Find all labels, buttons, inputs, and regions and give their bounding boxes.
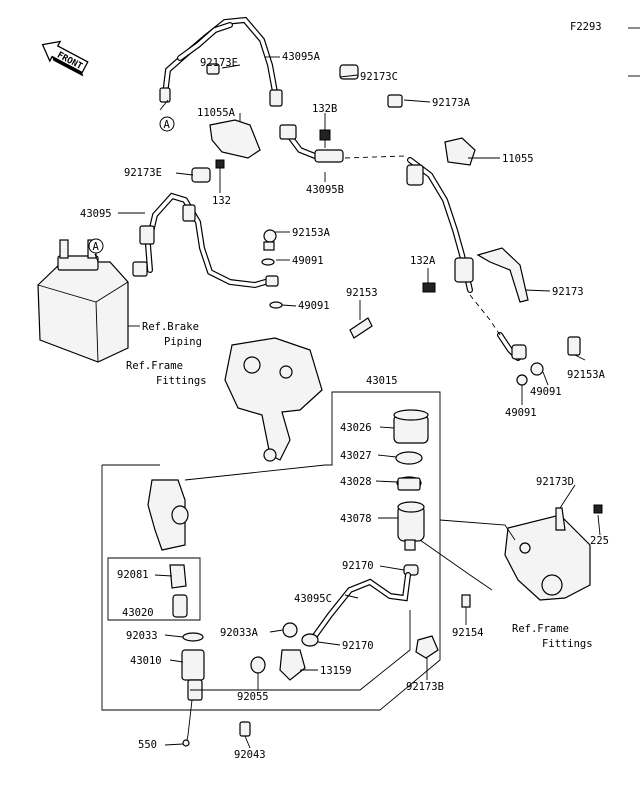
figure-code: F2293 (570, 21, 602, 33)
part-label: 11055 (502, 153, 534, 165)
part-labels: 43095A 92173E 92173C 92173A 11055A 132B … (80, 51, 609, 761)
svg-text:A: A (164, 119, 171, 131)
part-label: 92033 (126, 630, 158, 642)
part-label: 92153 (346, 287, 378, 299)
abs-unit (37, 239, 129, 363)
part-label: 49091 (505, 407, 537, 419)
part-label: 92170 (342, 560, 374, 572)
upper-clips (191, 63, 476, 183)
frame-bracket (224, 229, 373, 462)
ref-frame-fittings-right-line1: Ref.Frame (512, 623, 569, 635)
part-label: 92170 (342, 640, 374, 652)
reservoir-stack (393, 409, 429, 576)
ref-frame-fittings-left-line1: Ref.Frame (126, 360, 183, 372)
part-label: 43027 (340, 450, 372, 462)
master-cylinder (147, 479, 319, 747)
part-label: 92173E (200, 57, 238, 69)
hose-route-dash-upper (344, 155, 406, 159)
part-label: 132 (212, 195, 231, 207)
part-label: 43020 (122, 607, 154, 619)
part-label: 92043 (234, 749, 266, 761)
ref-mark-a-abs: A (88, 238, 104, 254)
ref-brake-piping-line2: Piping (164, 336, 202, 348)
assembly-outline (101, 391, 516, 711)
part-label: 43028 (340, 476, 372, 488)
part-label: 43095 (80, 208, 112, 220)
reference-notes: Ref.Brake Piping Ref.Frame Fittings Ref.… (126, 321, 593, 650)
part-label: 92154 (452, 627, 484, 639)
part-label: 92173A (432, 97, 471, 109)
part-label: 92173B (406, 681, 444, 693)
part-label: 92081 (117, 569, 149, 581)
front-arrow-icon: FRONT (41, 40, 89, 77)
part-label: 92173 (552, 286, 584, 298)
pedal-bracket-right (415, 504, 603, 659)
part-label: 43015 (366, 375, 398, 387)
part-label: 92173D (536, 476, 574, 488)
part-label: 43010 (130, 655, 162, 667)
part-label: 92153A (567, 369, 606, 381)
upper-brake-hoses (132, 16, 344, 289)
part-label: 92033A (220, 627, 259, 639)
part-label: 92173C (360, 71, 398, 83)
part-label: 43026 (340, 422, 372, 434)
ref-brake-piping-line1: Ref.Brake (142, 321, 199, 333)
ref-frame-fittings-left-line2: Fittings (156, 375, 207, 387)
part-label: 92173E (124, 167, 162, 179)
part-label: 43095B (306, 184, 344, 196)
ref-mark-a-top: A (159, 116, 175, 132)
part-label: 92153A (292, 227, 331, 239)
part-label: 11055A (197, 107, 236, 119)
leader-lines (94, 56, 601, 749)
part-label: 43095A (282, 51, 321, 63)
part-label: 43095C (294, 593, 332, 605)
right-brake-hose (406, 157, 581, 386)
hose-route-dash-lower (469, 294, 501, 336)
part-label: 49091 (530, 386, 562, 398)
part-label: 49091 (298, 300, 330, 312)
part-label: 132B (312, 103, 337, 115)
part-label: 550 (138, 739, 157, 751)
svg-text:A: A (93, 241, 100, 253)
part-label: 92055 (237, 691, 269, 703)
ref-frame-fittings-right-line2: Fittings (542, 638, 593, 650)
part-label: 13159 (320, 665, 352, 677)
part-label: 132A (410, 255, 436, 267)
part-label: 225 (590, 535, 609, 547)
part-label: 49091 (292, 255, 324, 267)
part-label: 43078 (340, 513, 372, 525)
